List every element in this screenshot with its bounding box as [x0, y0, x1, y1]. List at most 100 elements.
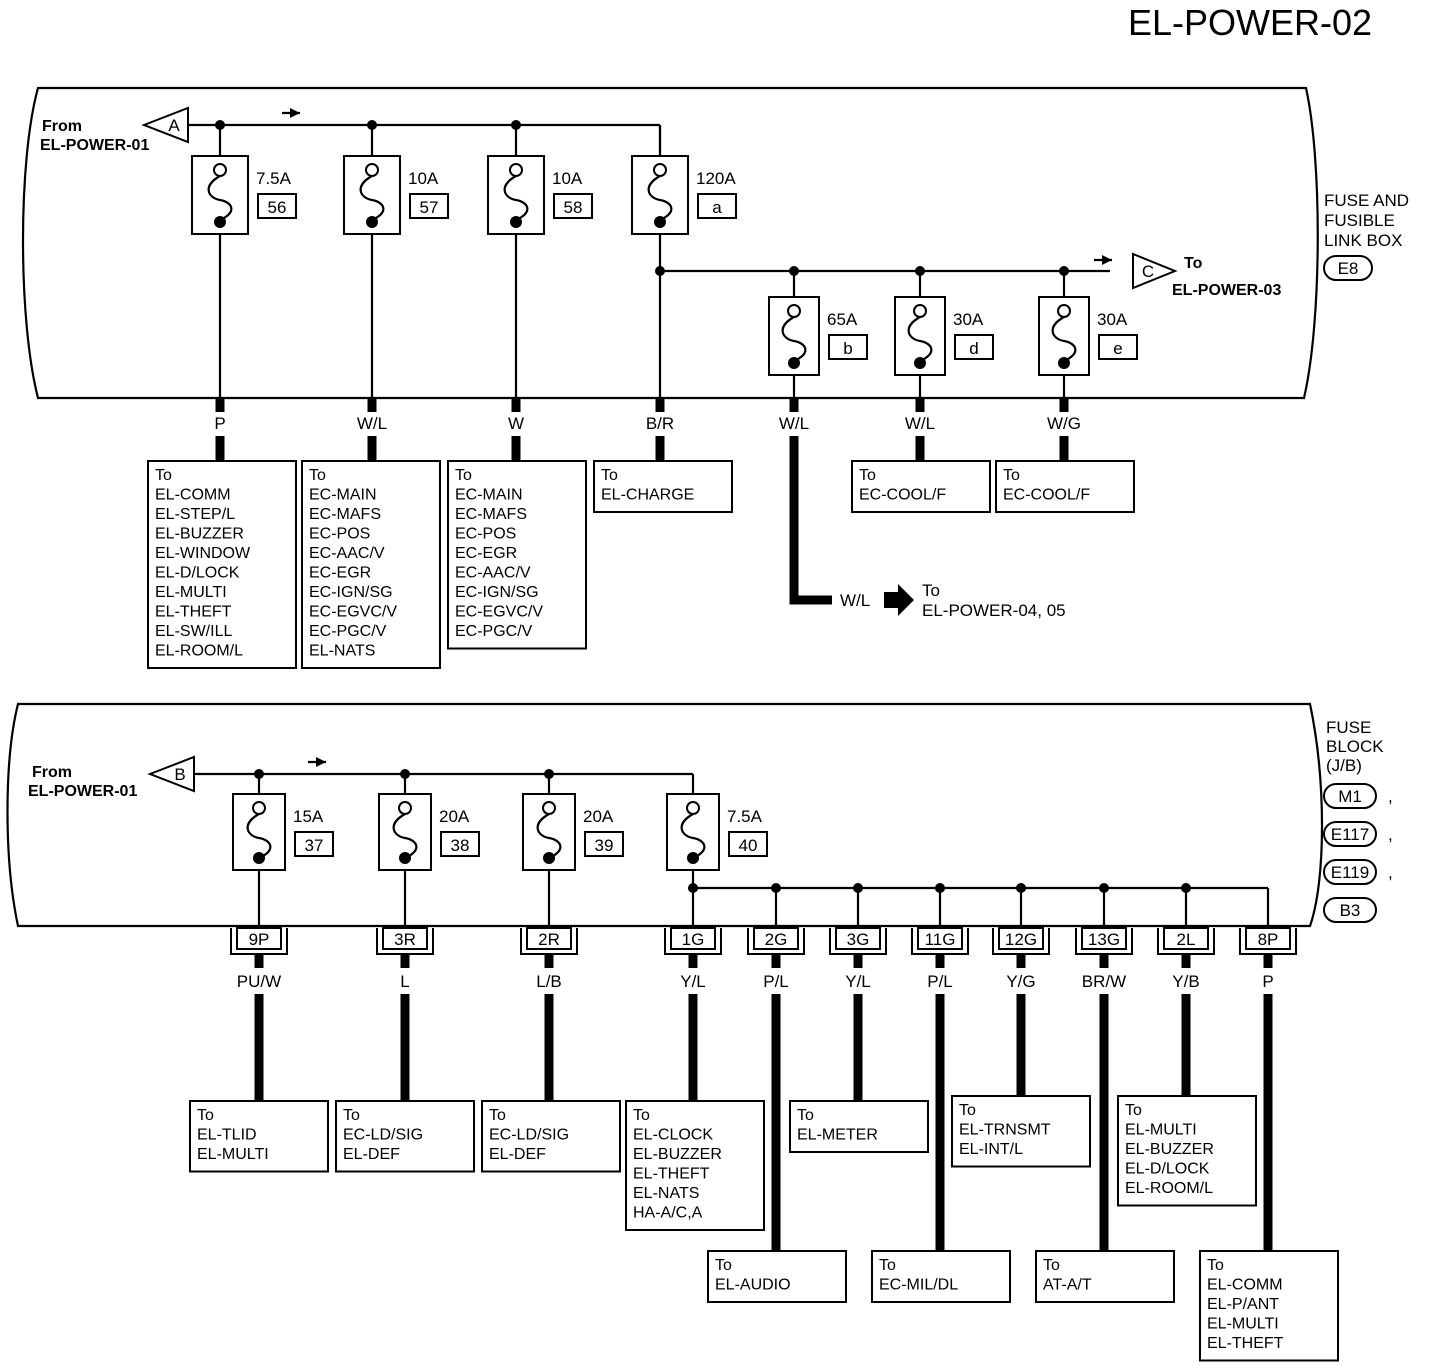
flow-arrow-head	[1102, 255, 1112, 265]
destination-label: EC-EGVC/V	[309, 604, 397, 621]
destination-box	[995, 460, 1135, 513]
fuse-number: b	[843, 339, 852, 358]
fuse-terminal	[252, 801, 266, 815]
terminal-box	[382, 927, 428, 950]
wire-color: B/R	[646, 414, 674, 433]
terminal-id: 2R	[538, 930, 560, 949]
destination-label: To	[1043, 1257, 1060, 1274]
terminal-id: 2L	[1177, 930, 1196, 949]
destination-label: EC-EGR	[455, 545, 517, 562]
fuse-number-box	[1098, 334, 1138, 360]
destination-label: EL-MULTI	[155, 584, 227, 601]
flow-arrow-head	[290, 108, 300, 118]
page-title: EL-POWER-02	[1128, 2, 1373, 43]
box-label: FUSIBLE	[1324, 211, 1395, 230]
fuse-terminal	[654, 216, 666, 228]
fuse-e	[1038, 296, 1090, 376]
destination-label: EL-AUDIO	[715, 1277, 791, 1294]
fuse-number-box	[954, 334, 994, 360]
destination-label: EL-CHARGE	[601, 487, 694, 504]
destination-label: To	[489, 1107, 506, 1124]
fuse-element	[907, 316, 933, 363]
destination-label: EL-D/LOCK	[1125, 1161, 1210, 1178]
destination-label: EL-NATS	[309, 643, 375, 660]
fuse-terminal	[213, 163, 227, 177]
marker-letter: A	[168, 116, 180, 135]
destination-label: To	[959, 1102, 976, 1119]
wire-color: W	[508, 414, 524, 433]
wire-color: W/L	[357, 414, 387, 433]
destination-label: EL-METER	[797, 1127, 878, 1144]
destination-label: To	[455, 467, 472, 484]
fuse-number: 58	[564, 198, 583, 217]
terminal-id: 2G	[765, 930, 788, 949]
destination-box	[301, 460, 441, 669]
destination-label: EL-DEF	[489, 1146, 546, 1163]
fuse-number-box	[728, 831, 768, 857]
destination-label: EC-IGN/SG	[455, 584, 539, 601]
fuse-rating: 7.5A	[727, 807, 763, 826]
fuse-40	[666, 793, 720, 871]
fuse-block-outline	[6, 702, 1324, 928]
separator: ,	[1388, 863, 1393, 882]
wire-color: W/G	[1047, 414, 1081, 433]
box-label: LINK BOX	[1324, 231, 1402, 250]
destination-label: EC-LD/SIG	[489, 1127, 569, 1144]
destination-label: EL-COMM	[1207, 1277, 1283, 1294]
destination-box	[789, 1100, 929, 1153]
destination-box	[1117, 1095, 1257, 1207]
fuse-number: e	[1113, 339, 1122, 358]
destination-label: EL-NATS	[633, 1185, 699, 1202]
destination-label: EC-COOL/F	[859, 487, 946, 504]
fuse-element	[246, 813, 272, 860]
terminal-box	[753, 927, 799, 950]
wire-color: P/L	[927, 972, 953, 991]
fuse-rating: 30A	[953, 310, 984, 329]
fuse-rating: 15A	[293, 807, 324, 826]
destination-label: EL-TRNSMT	[959, 1122, 1051, 1139]
connector-id: M1	[1338, 787, 1362, 806]
from-label: From	[32, 764, 72, 781]
terminal-box	[670, 927, 716, 950]
destination-box	[1199, 1250, 1339, 1362]
fuse-terminal	[399, 852, 411, 864]
destination-box	[481, 1100, 621, 1173]
destination-label: EC-MAIN	[309, 487, 377, 504]
destination-box	[625, 1100, 765, 1231]
destination-label: To	[155, 467, 172, 484]
fuse-rating: 120A	[696, 169, 736, 188]
fuse-number: a	[712, 198, 722, 217]
from-label: From	[42, 118, 82, 135]
fuse-57	[343, 155, 401, 235]
destination-label: EL-THEFT	[1207, 1335, 1284, 1352]
fuse-element	[392, 813, 418, 860]
destination-label: To	[797, 1107, 814, 1124]
fuse-d	[894, 296, 946, 376]
fuse-rating: 10A	[552, 169, 583, 188]
connector-marker	[147, 755, 195, 793]
fuse-38	[378, 793, 432, 871]
destination-label: EL-DEF	[343, 1146, 400, 1163]
box-label: (J/B)	[1326, 756, 1362, 775]
destination-label: EL-COMM	[155, 487, 231, 504]
destination-label: To	[879, 1257, 896, 1274]
fuse-58	[487, 155, 545, 235]
destination-box	[593, 460, 733, 513]
box-label: BLOCK	[1326, 737, 1384, 756]
destination-label: EC-POS	[455, 526, 516, 543]
destination-label: EL-STEP/L	[155, 506, 235, 523]
connector-marker	[1132, 252, 1178, 290]
to-label: To	[1184, 255, 1203, 272]
fuse-number: 38	[451, 836, 470, 855]
terminal-box	[835, 927, 881, 950]
terminal-id: 3G	[847, 930, 870, 949]
wire-color: PU/W	[237, 972, 281, 991]
fuse-rating: 7.5A	[256, 169, 292, 188]
terminal-box	[998, 927, 1044, 950]
separator: ,	[1388, 787, 1393, 806]
fuse-number: 56	[268, 198, 287, 217]
destination-label: EL-ROOM/L	[155, 643, 243, 660]
wire-color: W/L	[779, 414, 809, 433]
destination-label: EC-LD/SIG	[343, 1127, 423, 1144]
fuse-rating: 10A	[408, 169, 439, 188]
